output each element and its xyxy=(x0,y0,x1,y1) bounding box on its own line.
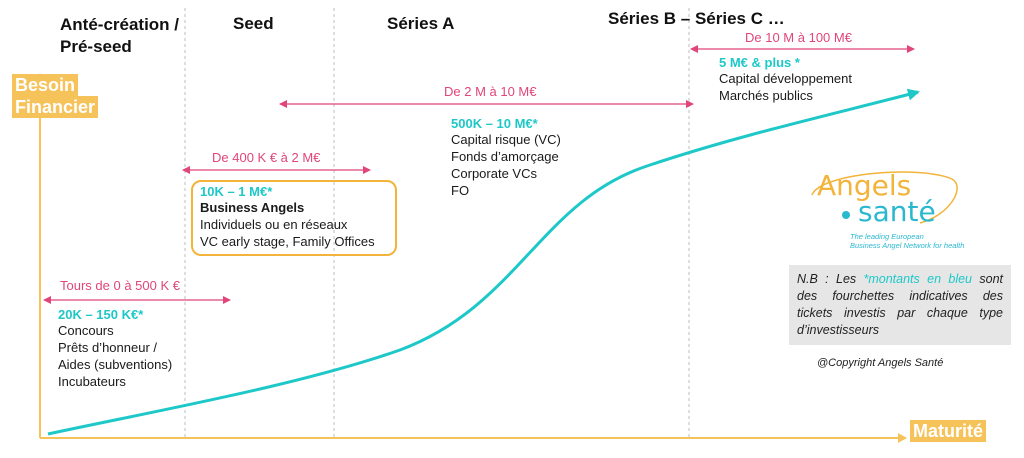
stage-seed-title: Seed xyxy=(233,14,274,33)
note-suffix: sont des fourchettes indicatives des tic… xyxy=(797,272,1003,337)
seed-line-1: Individuels ou en réseaux xyxy=(200,217,348,232)
series-a-amount: 500K – 10 M€* xyxy=(451,116,538,131)
range-label-pre-seed: Tours de 0 à 500 K € xyxy=(60,278,180,293)
logo-tagline-line2: Business Angel Network for health xyxy=(850,241,965,250)
logo-tagline-line1: The leading European xyxy=(850,232,924,241)
pre-seed-line-1: Concours xyxy=(58,323,114,338)
seed-amount: 10K – 1 M€* xyxy=(200,184,273,199)
y-axis-label-line2: Financier xyxy=(12,96,99,118)
series-bc-line-2: Marchés publics xyxy=(719,88,813,103)
range-label-series-bc: De 10 M à 100 M€ xyxy=(745,30,852,45)
logo-word-sante: santé xyxy=(858,195,936,228)
seed-title: Business Angels xyxy=(200,200,305,215)
pre-seed-line-4: Incubateurs xyxy=(58,374,126,389)
stage-series-bc-title: Séries B – Séries C … xyxy=(608,9,785,28)
seed-line-2: VC early stage, Family Offices xyxy=(200,234,375,249)
angels-sante-logo: Angels santé The leading European Busine… xyxy=(800,165,970,250)
series-bc-block: 5 M€ & plus * Capital développement Marc… xyxy=(719,55,852,104)
logo-swoosh xyxy=(811,171,958,224)
note-prefix: N.B : Les xyxy=(797,272,864,286)
series-a-line-3: Corporate VCs xyxy=(451,166,537,181)
stage-pre-seed-title: Anté-création / Pré-seed xyxy=(60,14,179,58)
series-a-block: 500K – 10 M€* Capital risque (VC) Fonds … xyxy=(451,116,561,199)
stage-series-a-title: Séries A xyxy=(387,14,455,33)
stage-pre-seed-line1: Anté-création / xyxy=(60,15,180,34)
series-a-line-4: FO xyxy=(451,183,470,198)
seed-block: 10K – 1 M€* Business Angels Individuels … xyxy=(200,184,375,250)
range-label-series-a: De 2 M à 10 M€ xyxy=(444,84,537,99)
x-axis-label: Maturité xyxy=(910,420,987,442)
pre-seed-line-2: Prêts d’honneur / xyxy=(58,340,158,355)
note-highlight: *montants en bleu xyxy=(863,272,973,286)
logo-word-angels: Angels xyxy=(817,169,912,202)
series-bc-amount: 5 M€ & plus * xyxy=(719,55,800,70)
growth-curve xyxy=(47,88,920,436)
pre-seed-line-3: Aides (subventions) xyxy=(58,357,173,372)
series-bc-line-1: Capital développement xyxy=(719,71,852,86)
series-a-line-1: Capital risque (VC) xyxy=(451,132,561,147)
pre-seed-amount: 20K – 150 K€* xyxy=(58,307,144,322)
series-a-line-2: Fonds d’amorçage xyxy=(451,149,559,164)
range-label-seed: De 400 K € à 2 M€ xyxy=(212,150,321,165)
stage-pre-seed-line2: Pré-seed xyxy=(60,37,132,56)
seed-box xyxy=(191,180,397,256)
y-axis-label-line1: Besoin xyxy=(12,74,79,96)
note-box: N.B : Les *montants en bleu sont des fou… xyxy=(789,265,1011,345)
y-axis-label: Besoin Financier xyxy=(12,74,99,118)
pre-seed-block: 20K – 150 K€* Concours Prêts d’honneur /… xyxy=(58,307,172,390)
logo-tagline: The leading European Business Angel Netw… xyxy=(850,232,970,250)
copyright: @Copyright Angels Santé xyxy=(817,357,944,369)
